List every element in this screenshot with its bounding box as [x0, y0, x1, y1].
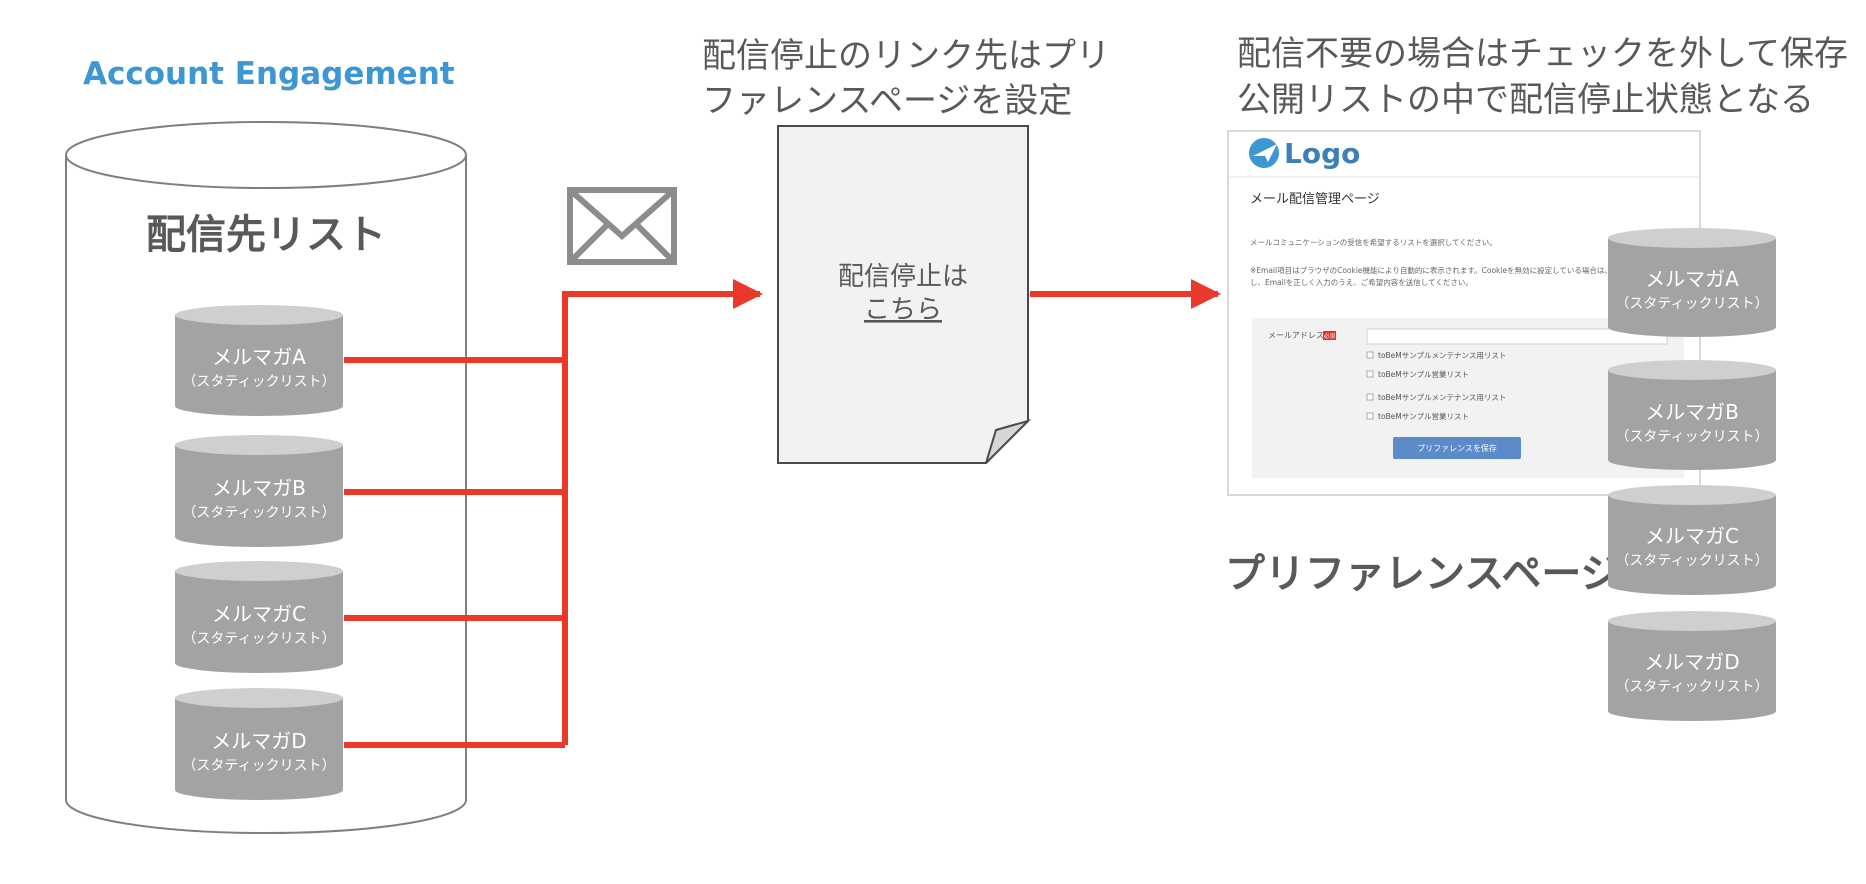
list-cylinder-d: メルマガD （スタティックリスト）: [175, 688, 343, 800]
email-caption-line2: ファレンスページを設定: [702, 81, 1072, 121]
email-caption-line1: 配信停止のリンク先はプリ: [702, 36, 1110, 76]
public-list-cylinder-b: メルマガB （スタティックリスト）: [1608, 360, 1776, 470]
list-name: メルマガC: [212, 602, 306, 626]
list-name: メルマガD: [1644, 650, 1739, 674]
save-preferences-button[interactable]: [1393, 437, 1521, 459]
preference-notice-line1: ※Email項目はブラウザのCookie機能により自動的に表示されます。Cook…: [1250, 265, 1627, 275]
checkbox-label: toBeMサンプルメンテナンス用リスト: [1378, 351, 1506, 360]
public-list-cylinder-a: メルマガA （スタティックリスト）: [1608, 228, 1776, 337]
save-preferences-label: プリファレンスを保存: [1417, 443, 1497, 453]
list-cylinder-b: メルマガB （スタティックリスト）: [175, 435, 343, 547]
list-type: （スタティックリスト）: [182, 374, 335, 390]
list-type: （スタティックリスト）: [1615, 679, 1768, 695]
preference-page-label: プリファレンスページ: [1225, 551, 1621, 597]
required-badge-text: 必須: [1324, 332, 1336, 340]
document-text: 配信停止は: [838, 262, 968, 292]
preference-caption-line2: 公開リストの中で配信停止状態となる: [1237, 80, 1814, 120]
list-title: 配信先リスト: [146, 212, 386, 258]
checkbox-label: toBeMサンプルメンテナンス用リスト: [1378, 393, 1506, 402]
list-type: （スタティックリスト）: [182, 758, 335, 774]
list-cylinder-a: メルマガA （スタティックリスト）: [175, 305, 343, 416]
logo-text: Logo: [1284, 137, 1360, 170]
list-name: メルマガB: [212, 476, 306, 500]
list-name: メルマガC: [1645, 524, 1739, 548]
public-list-cylinder-d: メルマガD （スタティックリスト）: [1608, 611, 1776, 721]
paper-plane-icon: [1249, 138, 1279, 168]
list-cylinder-c: メルマガC （スタティックリスト）: [175, 561, 343, 673]
list-type: （スタティックリスト）: [1615, 429, 1768, 445]
checkbox-list: toBeMサンプルメンテナンス用リスト toBeMサンプル営業リスト toBeM…: [1366, 351, 1506, 421]
unsubscribe-link[interactable]: こちら: [864, 295, 942, 325]
list-name: メルマガD: [211, 729, 306, 753]
list-type: （スタティックリスト）: [1615, 553, 1768, 569]
list-name: メルマガA: [212, 345, 306, 369]
checkbox-label: toBeMサンプル営業リスト: [1378, 411, 1469, 421]
email-field-label: メールアドレス: [1268, 331, 1324, 340]
public-list-cylinder-c: メルマガC （スタティックリスト）: [1608, 485, 1776, 595]
required-badge: [1323, 331, 1336, 340]
checkbox-1[interactable]: [1366, 351, 1374, 359]
checkbox-label: toBeMサンプル営業リスト: [1378, 369, 1469, 379]
checkbox-3[interactable]: [1366, 393, 1374, 401]
list-type: （スタティックリスト）: [182, 631, 335, 647]
unsubscribe-document: [777, 125, 1032, 464]
preference-caption-line1: 配信不要の場合はチェックを外して保存: [1237, 34, 1848, 74]
list-type: （スタティックリスト）: [1615, 296, 1768, 312]
account-engagement-title: Account Engagement: [83, 56, 455, 92]
connector-lines-left: [344, 279, 763, 748]
preference-intro: メールコミュニケーションの受信を希望するリストを選択してください。: [1250, 237, 1497, 247]
preference-page-title: メール配信管理ページ: [1250, 192, 1380, 207]
preference-notice-line2: し、Emailを正しく入力のうえ、ご希望内容を送信してください。: [1250, 277, 1473, 287]
list-type: （スタティックリスト）: [182, 505, 335, 521]
checkbox-2[interactable]: [1366, 370, 1374, 378]
envelope-icon: [567, 187, 677, 265]
list-name: メルマガA: [1645, 267, 1739, 291]
list-name: メルマガB: [1645, 400, 1739, 424]
checkbox-4[interactable]: [1366, 412, 1374, 420]
